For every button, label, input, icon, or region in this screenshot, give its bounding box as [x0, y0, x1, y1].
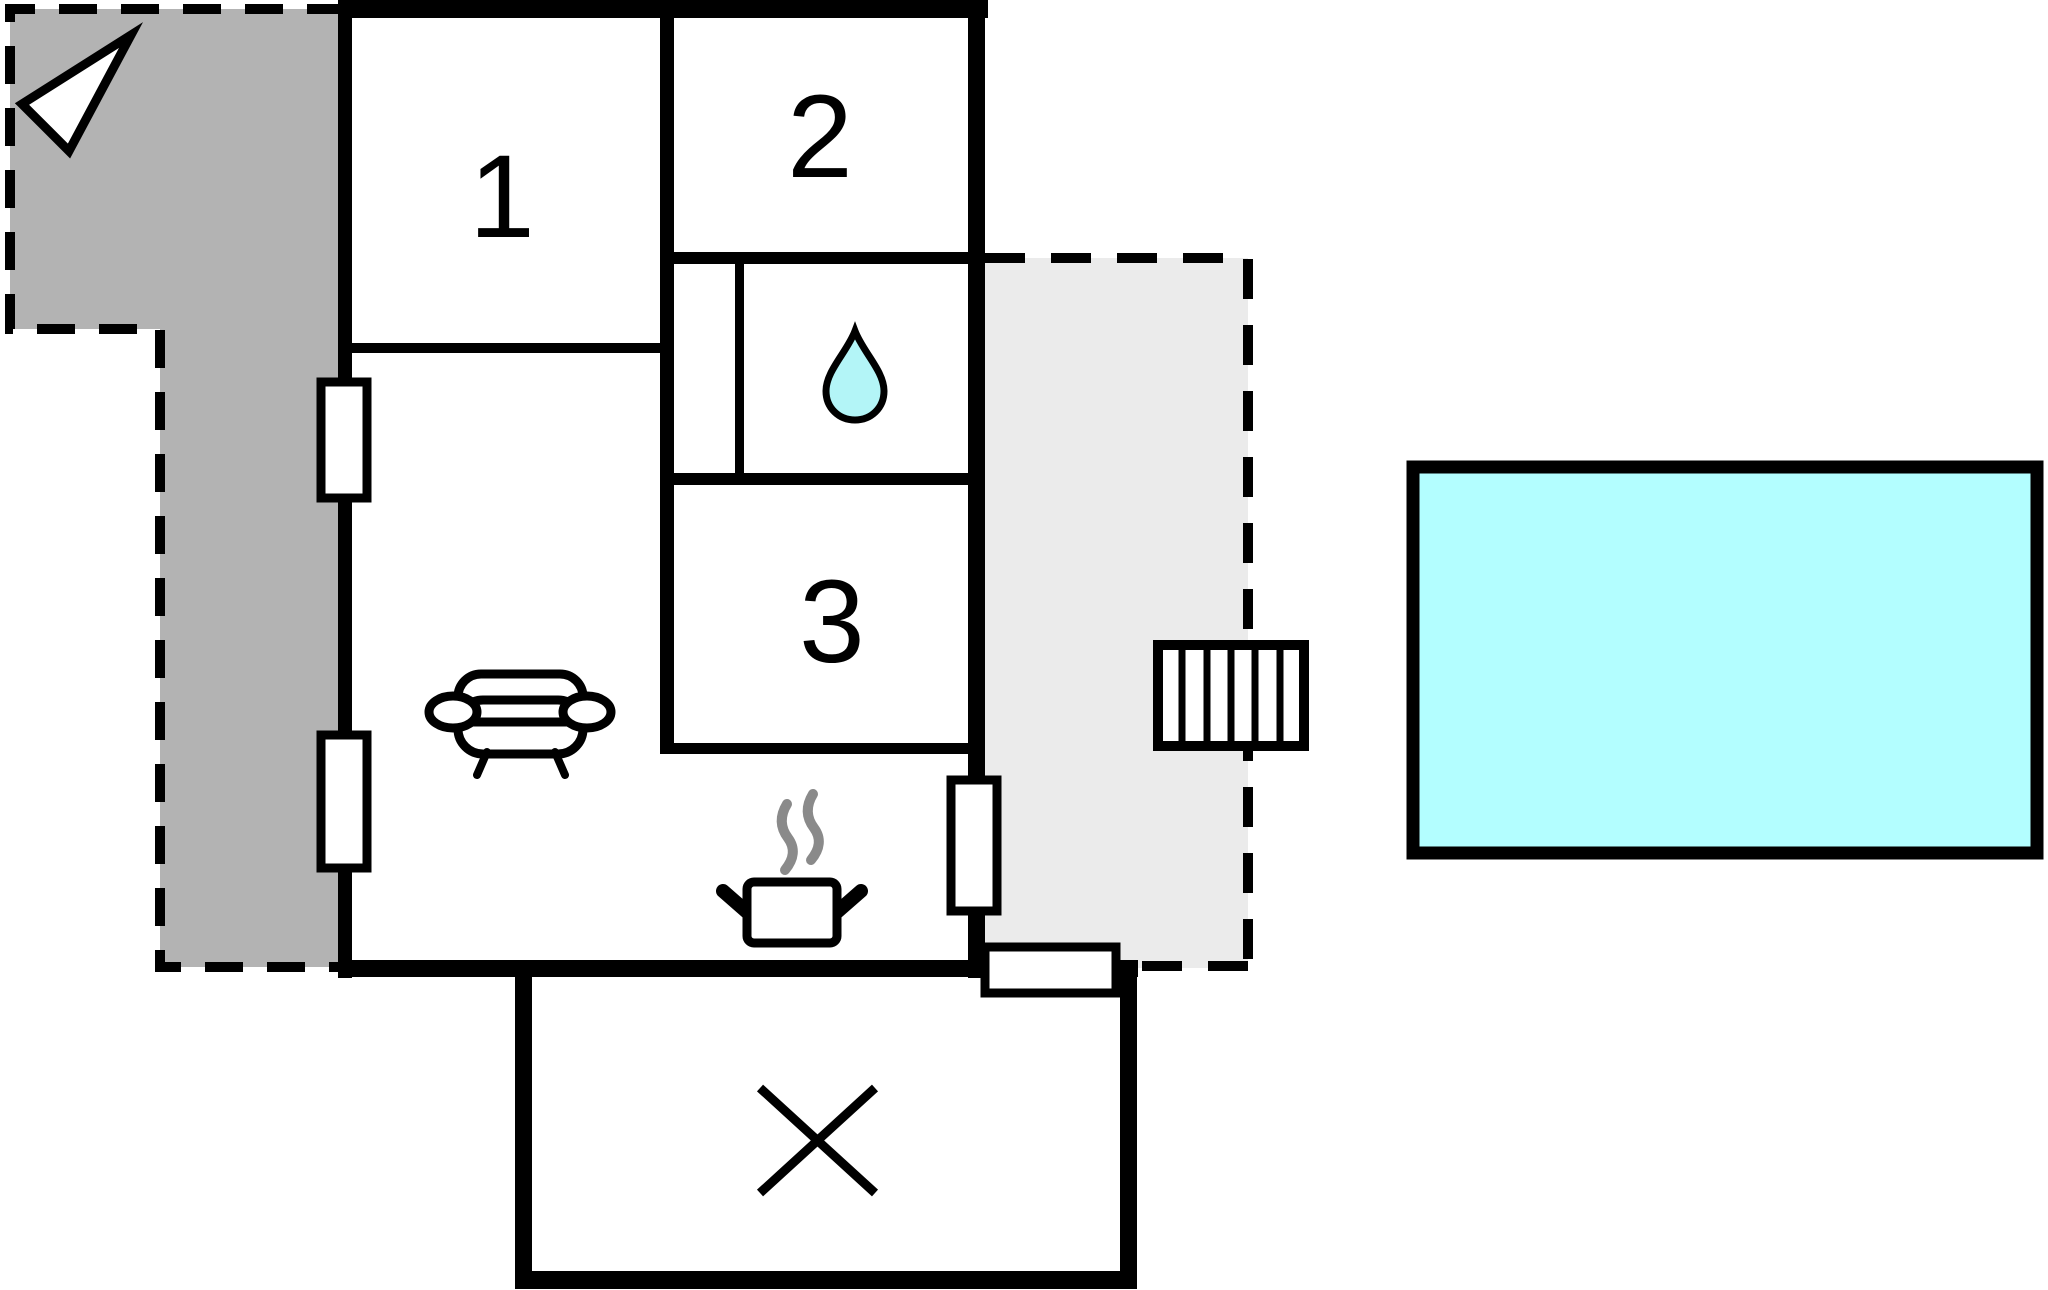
x-mark-icon [756, 1084, 879, 1197]
wall-room1-bottom [352, 343, 660, 353]
window-left-lower [316, 730, 372, 873]
room3-label: 3 [799, 556, 865, 688]
wall-room3-bottom [660, 743, 985, 754]
pool [1406, 460, 2044, 860]
right-terrace [985, 253, 1253, 971]
wall-right [968, 0, 985, 978]
sofa-icon [424, 669, 616, 779]
wall-xroom-right [1120, 960, 1137, 1288]
cooking-pot-icon [716, 877, 868, 948]
wall-xroom-bottom [515, 1271, 1137, 1289]
room1-label: 1 [469, 131, 535, 263]
sofa-armrest-left [424, 691, 482, 733]
wall-bathroom-bottom [660, 473, 985, 485]
left-terrace [5, 4, 345, 972]
steam-wave-right [802, 789, 824, 865]
stairs-treads [1178, 645, 1284, 746]
stairs-icon [1153, 640, 1309, 751]
openings [316, 377, 1121, 998]
left-terrace-dashed-border [5, 4, 345, 972]
door-right [946, 775, 1002, 916]
room2-label: 2 [787, 71, 853, 203]
sofa-legs [473, 748, 569, 779]
wall-center-vertical [660, 0, 674, 754]
wall-room2-bottom [660, 252, 985, 264]
steam-icon [776, 789, 824, 875]
right-terrace-area [985, 258, 1248, 968]
sofa-armrest-right [558, 691, 616, 733]
wall-xroom-left [515, 960, 532, 1288]
wall-bottom [338, 960, 1138, 977]
steam-wave-left [776, 799, 798, 875]
pot-body [742, 877, 842, 948]
left-terrace-area [10, 9, 345, 967]
window-left-upper [316, 377, 372, 503]
north-arrow-icon [14, 22, 144, 159]
wall-bathroom-divider [735, 264, 744, 473]
door-bottom [980, 942, 1121, 998]
water-drop-icon [822, 321, 888, 424]
